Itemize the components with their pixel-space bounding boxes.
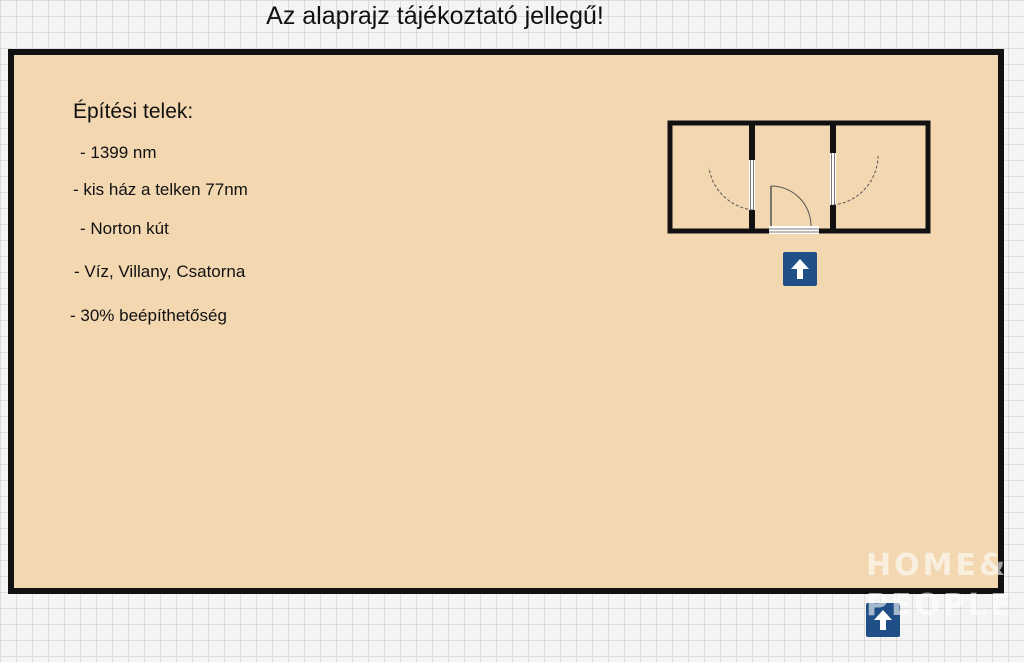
up-arrow-icon — [874, 610, 892, 630]
agency-watermark: HOME& PEOPLE — [836, 548, 1016, 658]
entrance-gap — [769, 226, 819, 234]
page-title: Az alaprajz tájékoztató jellegű! — [266, 2, 604, 30]
plot-item-well: - Norton kút — [80, 219, 169, 238]
door-swing-left — [708, 167, 754, 211]
watermark-line2: PEOPLE — [866, 588, 1014, 623]
watermark-line1: HOME& — [866, 548, 1009, 583]
entrance-door-swing — [770, 185, 812, 227]
plot-item-buildability: - 30% beépíthetőség — [70, 306, 227, 325]
house-floorplan — [667, 120, 931, 234]
plot-boundary — [8, 49, 1004, 594]
door-gap-right — [830, 153, 836, 205]
plot-heading: Építési telek: — [73, 100, 194, 123]
plot-item-utilities: - Víz, Villany, Csatorna — [74, 262, 246, 281]
plot-item-area: - 1399 nm — [80, 143, 157, 162]
entrance-marker-house — [783, 252, 817, 286]
door-gap-left — [749, 160, 755, 210]
house-outer-wall — [667, 120, 931, 234]
entrance-marker-plot — [866, 603, 900, 637]
plot-item-house: - kis ház a telken 77nm — [73, 180, 248, 199]
door-swing-right — [832, 155, 879, 206]
up-arrow-icon — [791, 259, 809, 279]
